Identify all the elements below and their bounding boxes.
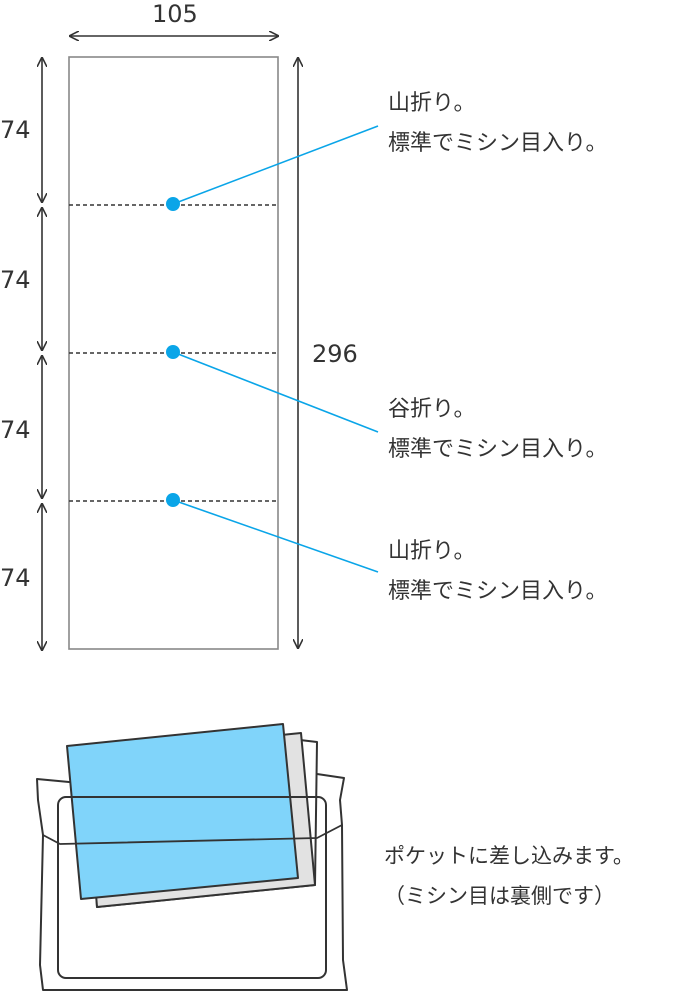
pocket-note: ポケットに差し込みます。 （ミシン目は裏側です） xyxy=(384,836,634,916)
annotation-perforation: 標準でミシン目入り。 xyxy=(388,131,608,156)
annotation-perforation: 標準でミシン目入り。 xyxy=(388,437,608,462)
annotation-fold: 山折り。 xyxy=(388,539,476,564)
pocket-illustration xyxy=(36,723,348,991)
callout-line-3 xyxy=(172,499,379,573)
pocket-inner xyxy=(57,796,327,979)
annotation-2: 谷折り。 標準でミシン目入り。 xyxy=(388,390,608,470)
annotation-fold: 谷折り。 xyxy=(388,397,476,422)
blue-card xyxy=(66,723,299,900)
callout-dot-1 xyxy=(166,197,180,211)
pocket-note-line2: （ミシン目は裏側です） xyxy=(384,884,615,908)
callout-dot-2 xyxy=(166,345,180,359)
height-label: 296 xyxy=(312,340,358,368)
annotation-fold: 山折り。 xyxy=(388,91,476,116)
annotation-1: 山折り。 標準でミシン目入り。 xyxy=(388,84,608,164)
pocket-flap-line xyxy=(42,824,343,845)
segment-label-2: 74 xyxy=(0,266,31,294)
callout-line-2 xyxy=(172,351,379,433)
annotation-3: 山折り。 標準でミシン目入り。 xyxy=(388,532,608,612)
annotation-perforation: 標準でミシン目入り。 xyxy=(388,579,608,604)
callout-line-1 xyxy=(172,125,379,205)
width-label: 105 xyxy=(152,0,198,28)
segment-label-1: 74 xyxy=(0,116,31,144)
pocket-note-line1: ポケットに差し込みます。 xyxy=(384,844,634,868)
segment-label-3: 74 xyxy=(0,416,31,444)
segment-label-4: 74 xyxy=(0,564,31,592)
callout-dot-3 xyxy=(166,493,180,507)
